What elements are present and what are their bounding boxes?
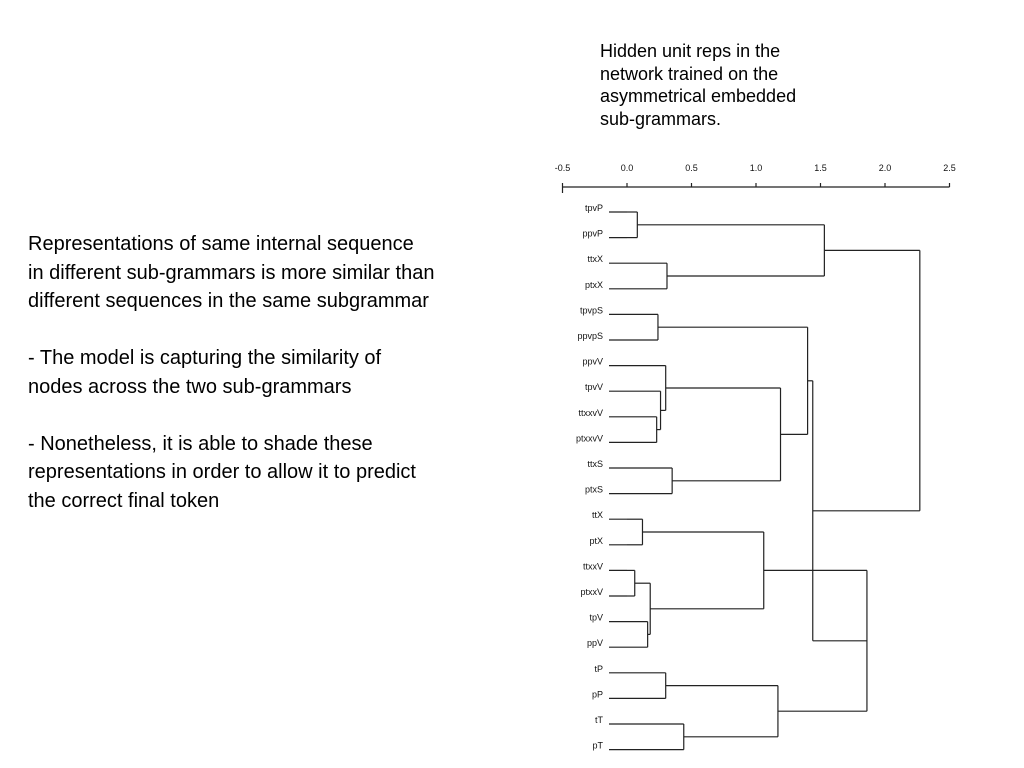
- leaf-label: pT: [592, 741, 603, 751]
- leaf-label: tpvpS: [580, 305, 603, 315]
- text-line: in different sub-grammars is more simila…: [28, 261, 435, 284]
- axis-tick-label: -0.5: [555, 163, 571, 173]
- leaf-label: ppvV: [582, 357, 603, 367]
- caption-line: sub-grammars.: [600, 108, 722, 129]
- leaf-label: tT: [595, 715, 604, 725]
- leaf-label: ppvP: [582, 229, 603, 239]
- text-line: - The model is capturing the similarity …: [28, 347, 382, 369]
- caption-line: network trained on the: [600, 63, 779, 84]
- leaf-label: ttxS: [587, 459, 603, 469]
- axis-tick-label: 1.5: [814, 163, 827, 173]
- leaf-label: ptX: [589, 536, 603, 546]
- leaf-label: ttxxV: [583, 561, 603, 571]
- leaf-label: ttxX: [587, 254, 603, 264]
- axis-tick-label: 2.0: [879, 163, 892, 173]
- axis-tick-label: 0.0: [621, 163, 634, 173]
- axis-tick-label: 0.5: [685, 163, 698, 173]
- leaf-label: tpvP: [585, 203, 603, 213]
- axis-tick-label: 1.0: [750, 163, 763, 173]
- text-line: different sequences in the same subgramm…: [28, 290, 429, 312]
- leaf-label: ppvpS: [577, 331, 603, 341]
- caption-line: asymmetrical embedded: [600, 86, 797, 106]
- leaf-label: pP: [592, 689, 603, 699]
- leaf-label: ppV: [587, 638, 603, 648]
- text-line: nodes across the two sub-grammars: [28, 375, 352, 398]
- text-line: Representations of same internal sequenc…: [28, 233, 414, 255]
- leaf-label: tpV: [589, 613, 603, 623]
- leaf-label: ptxX: [585, 280, 603, 290]
- leaf-label: ptxxvV: [576, 433, 603, 443]
- leaf-label: tpvV: [585, 382, 603, 392]
- leaf-label: tP: [594, 664, 603, 674]
- leaf-label: ttxxvV: [578, 408, 603, 418]
- text-line: representations in order to allow it to …: [28, 461, 416, 483]
- dendrogram-caption: Hidden unit reps in the network trained …: [600, 40, 900, 130]
- axis-tick-label: 2.5: [943, 163, 956, 173]
- leaf-label: ptxS: [585, 485, 603, 495]
- leaf-label: ptxxV: [580, 587, 603, 597]
- explanation-text: Representations of same internal sequenc…: [28, 230, 528, 515]
- caption-line: Hidden unit reps in the: [600, 41, 781, 61]
- text-line: - Nonetheless, it is able to shade these: [28, 432, 373, 455]
- text-line: the correct final token: [28, 489, 220, 512]
- leaf-label: ttX: [592, 510, 603, 520]
